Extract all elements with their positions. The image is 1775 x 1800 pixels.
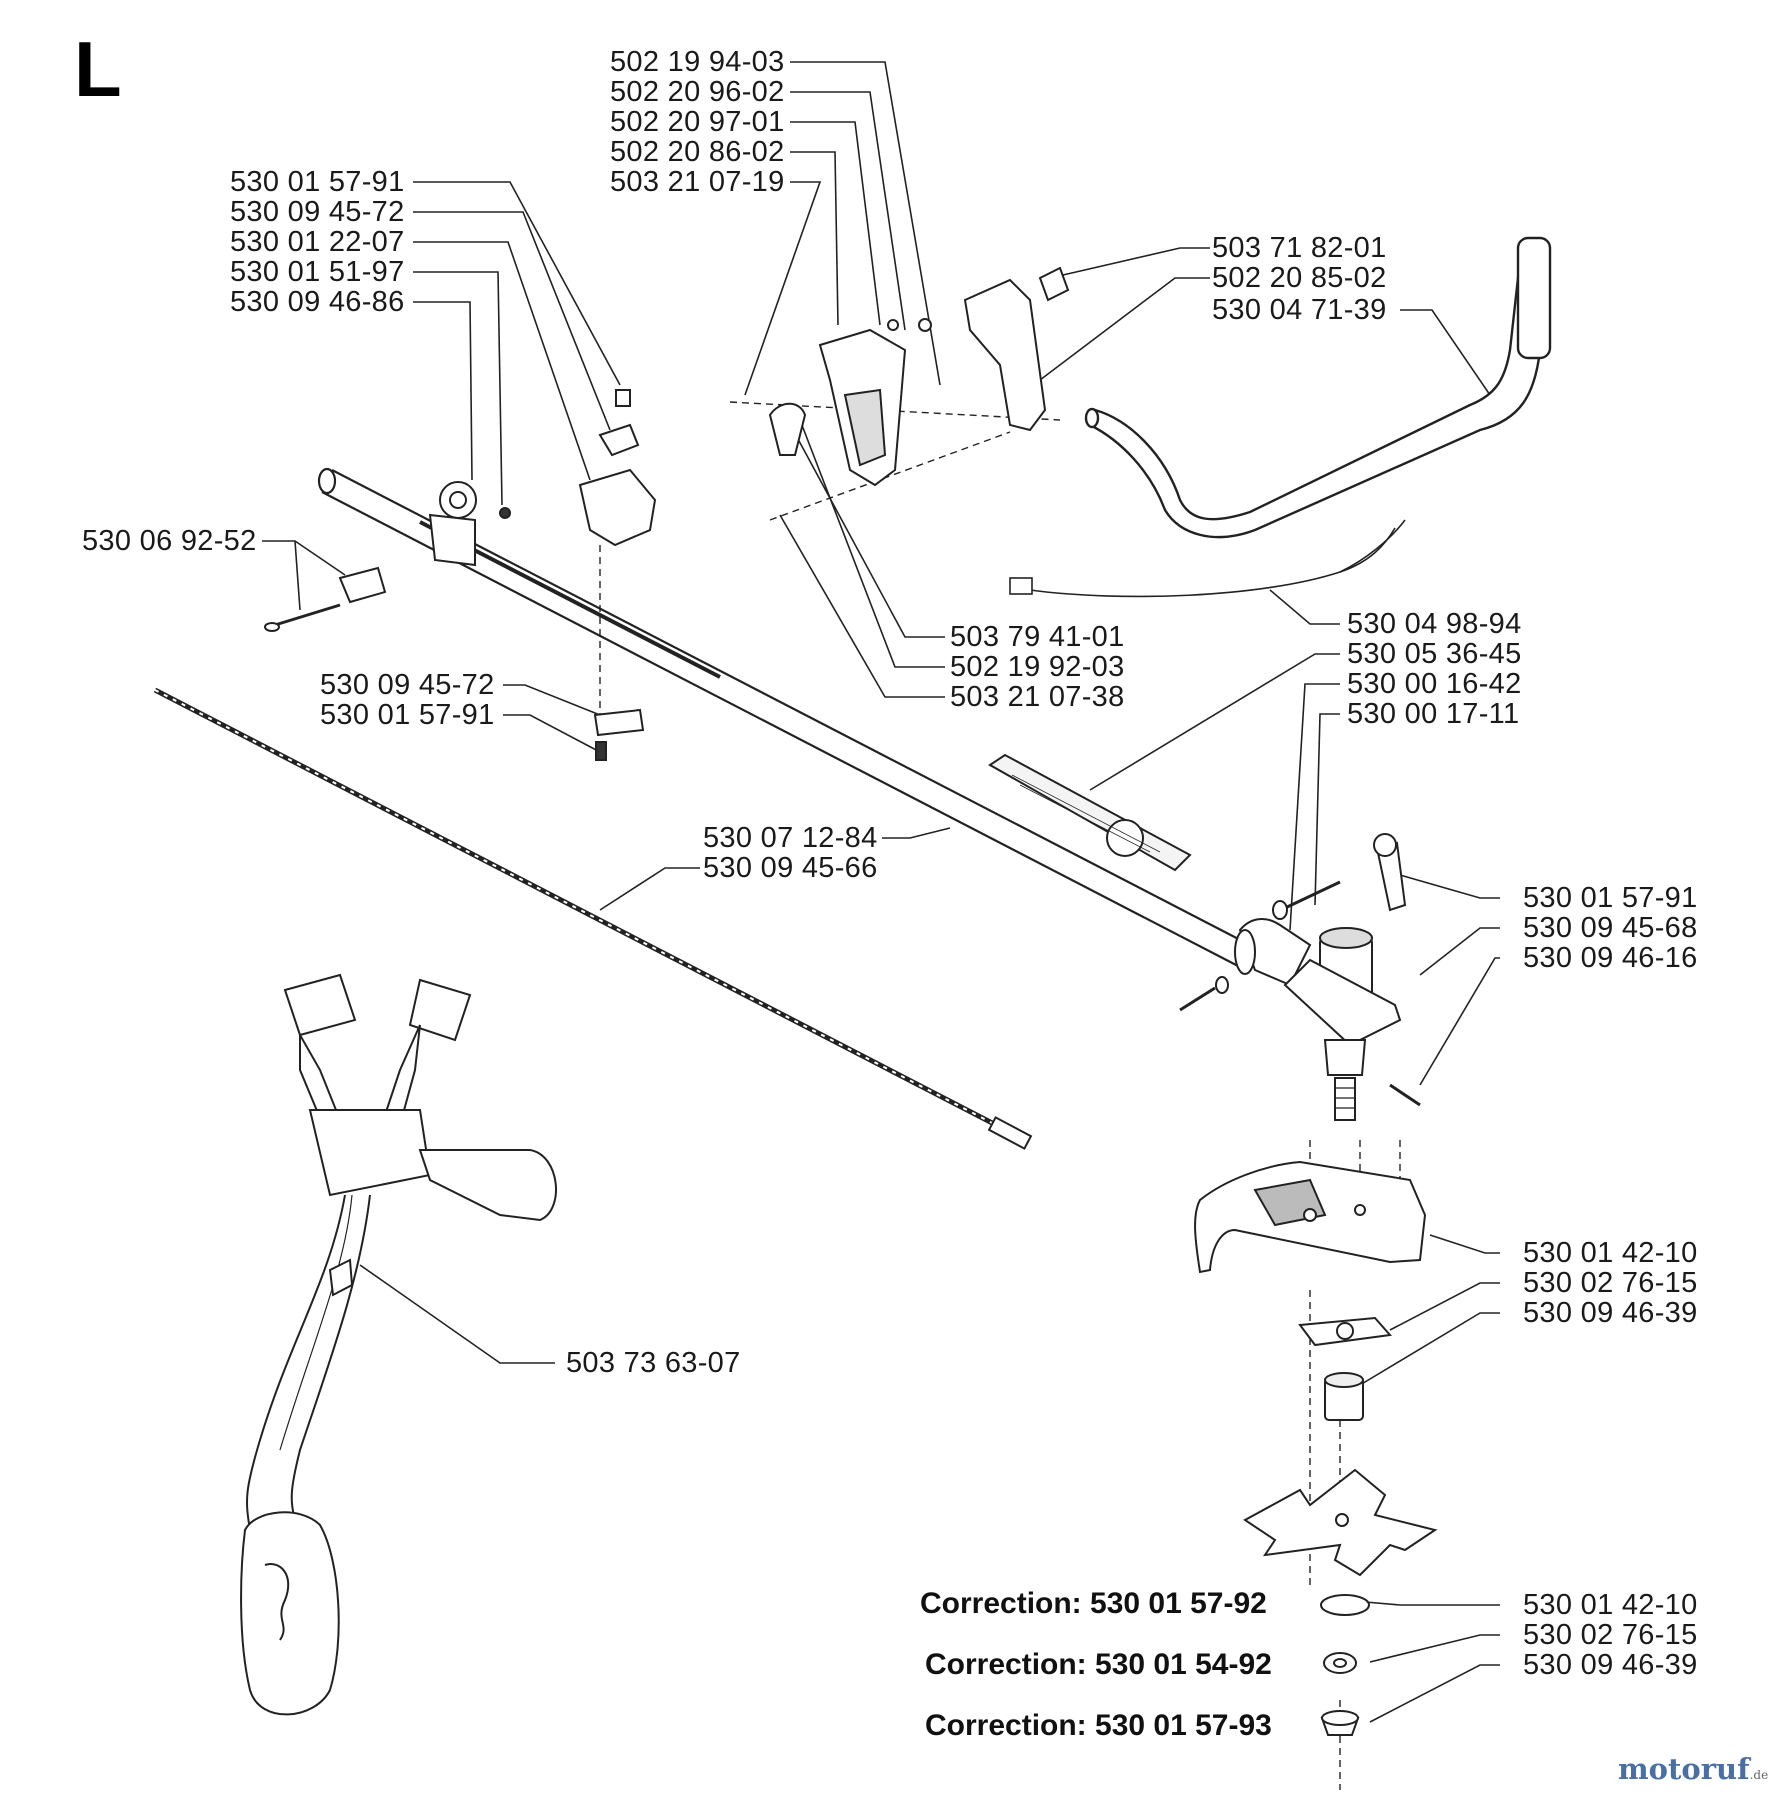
part-label: 530 04 98-94: [1347, 608, 1522, 640]
assembly-axes: [599, 401, 1401, 1790]
part-label: 502 20 85-02: [1212, 262, 1387, 294]
throttle-wire: [1009, 519, 1406, 598]
cutting-blade: [1243, 1468, 1438, 1577]
part-label: 502 20 96-02: [610, 76, 785, 108]
part-label: 530 05 36-45: [1347, 638, 1522, 670]
part-label: 530 00 17-11: [1347, 698, 1520, 730]
part-label: 530 04 71-39: [1212, 294, 1387, 326]
correction-washers: [1320, 1594, 1370, 1736]
part-label: 530 09 46-86: [230, 286, 405, 318]
part-label: 502 20 86-02: [610, 136, 785, 168]
part-label: 530 01 57-91: [320, 699, 495, 731]
correction-note: Correction: 530 01 57-92: [920, 1587, 1267, 1620]
part-label: 530 06 92-52: [82, 525, 257, 557]
part-label: 530 09 45-66: [703, 852, 878, 884]
part-label: 530 09 46-16: [1523, 942, 1698, 974]
part-label: 530 01 42-10: [1523, 1589, 1698, 1621]
part-label: 530 09 45-72: [320, 669, 495, 701]
handle-clamp: [578, 389, 657, 761]
part-label: 530 02 76-15: [1523, 1619, 1698, 1651]
leader-lines: [262, 61, 1500, 1723]
part-label: 530 09 46-39: [1523, 1649, 1698, 1681]
part-label: 503 21 07-19: [610, 166, 785, 198]
watermark: motoruf.de: [1618, 1755, 1768, 1784]
part-label: 503 79 41-01: [950, 621, 1125, 653]
part-label: 502 19 94-03: [610, 46, 785, 78]
watermark-tld: .de: [1749, 1768, 1769, 1782]
part-label: 530 01 42-10: [1523, 1237, 1698, 1269]
correction-note: Correction: 530 01 54-92: [925, 1648, 1272, 1681]
part-label: 530 09 45-68: [1523, 912, 1698, 944]
correction-note: Correction: 530 01 57-93: [925, 1709, 1272, 1742]
throttle-handle: [768, 318, 932, 487]
part-label: 530 07 12-84: [703, 822, 878, 854]
part-label: 530 01 57-91: [1523, 882, 1698, 914]
part-label: 530 09 46-39: [1523, 1297, 1698, 1329]
shoulder-harness: [240, 973, 557, 1716]
part-label: 502 19 92-03: [950, 651, 1125, 683]
section-letter: L: [74, 25, 122, 113]
watermark-brand: motoruf: [1618, 1752, 1750, 1786]
warning-decal: [988, 753, 1192, 872]
harness-hook: [264, 481, 511, 632]
blade-guard: [1194, 1160, 1427, 1274]
part-label: 530 01 22-07: [230, 226, 405, 258]
part-label: 503 73 63-07: [566, 1347, 741, 1379]
part-label: 503 21 07-38: [950, 681, 1125, 713]
handlebar: [1084, 236, 1552, 539]
grip-handle: [963, 266, 1070, 432]
part-label: 530 00 16-42: [1347, 668, 1522, 700]
part-label: 530 01 51-97: [230, 256, 405, 288]
part-label: 503 71 82-01: [1212, 232, 1387, 264]
part-label: 530 01 57-91: [230, 166, 405, 198]
part-label: 502 20 97-01: [610, 106, 785, 138]
drive-cable: [153, 687, 1033, 1150]
part-label: 530 02 76-15: [1523, 1267, 1698, 1299]
gear-head: [1179, 833, 1421, 1121]
lower-hardware: [1298, 1316, 1392, 1421]
part-label: 530 09 45-72: [230, 196, 405, 228]
